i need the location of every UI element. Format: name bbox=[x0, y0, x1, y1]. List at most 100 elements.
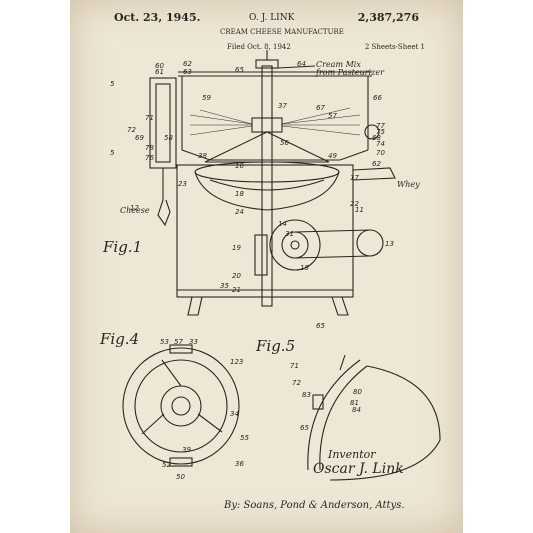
reference-numeral: 39 bbox=[182, 446, 191, 454]
worm-gear bbox=[254, 234, 268, 276]
reference-numeral: 22 bbox=[350, 200, 359, 208]
reference-numeral: 83 bbox=[302, 391, 311, 399]
fig5-arrow bbox=[339, 354, 346, 371]
reference-numeral: 64 bbox=[297, 60, 306, 68]
fig4-bottom-block bbox=[169, 457, 193, 467]
reference-numeral: 5 bbox=[110, 149, 115, 157]
reference-numeral: 84 bbox=[352, 406, 361, 414]
cream-mix-line1: Cream Mix bbox=[316, 60, 361, 69]
reference-numeral: 35 bbox=[220, 282, 229, 290]
reference-numeral: 23 bbox=[178, 180, 187, 188]
distributor-head bbox=[251, 117, 283, 133]
reference-numeral: 74 bbox=[376, 140, 385, 148]
reference-numeral: 16 bbox=[235, 162, 244, 170]
right-pulley bbox=[364, 124, 380, 140]
reference-numeral: 62 bbox=[183, 60, 192, 68]
fig5-bracket bbox=[312, 394, 324, 410]
fig4-hub bbox=[160, 385, 202, 427]
drain-column-inner bbox=[155, 83, 171, 163]
reference-numeral: 65 bbox=[235, 66, 244, 74]
drive-belt-top bbox=[294, 229, 371, 233]
reference-numeral: 24 bbox=[235, 208, 244, 216]
shaft-cap bbox=[255, 59, 279, 69]
cream-mix-label: Cream Mix from Pasteurizer bbox=[316, 61, 384, 77]
reference-numeral: 60 bbox=[155, 62, 164, 70]
reference-numeral: 72 bbox=[292, 379, 301, 387]
reference-numeral: 62 bbox=[372, 160, 381, 168]
fig4-label: Fig.4 bbox=[100, 330, 140, 348]
reference-numeral: 81 bbox=[350, 399, 359, 407]
reference-numeral: 80 bbox=[353, 388, 362, 396]
reference-numeral: 52 bbox=[162, 461, 171, 469]
fig4-axle bbox=[171, 396, 191, 416]
filed-date: Filed Oct. 8, 1942 bbox=[227, 43, 291, 51]
fig4-inner-ring bbox=[134, 359, 228, 453]
inventor-title: Inventor bbox=[328, 448, 376, 461]
reference-numeral: 70 bbox=[376, 149, 385, 157]
drive-gear-axle bbox=[290, 240, 300, 250]
reference-numeral: 67 bbox=[316, 104, 325, 112]
separator-cone bbox=[204, 131, 330, 163]
reference-numeral: 12 bbox=[130, 204, 139, 212]
motor-pulley bbox=[356, 229, 384, 257]
reference-numeral: 65 bbox=[300, 424, 309, 432]
reference-numeral: 68 bbox=[372, 134, 381, 142]
fig5-outer-arc bbox=[307, 359, 361, 471]
reference-numeral: 13 bbox=[385, 240, 394, 248]
bowl-inner bbox=[209, 179, 325, 191]
fig4-outer-ring bbox=[122, 347, 240, 465]
reference-numeral: 17 bbox=[350, 174, 359, 182]
reference-numeral: 123 bbox=[230, 358, 243, 366]
reference-numeral: 69 bbox=[135, 134, 144, 142]
reference-numeral: 63 bbox=[183, 68, 192, 76]
cream-mix-line2: from Pasteurizer bbox=[316, 68, 384, 77]
reference-numeral: 37 bbox=[278, 102, 287, 110]
reference-numeral: 36 bbox=[235, 460, 244, 468]
left-leg bbox=[187, 296, 203, 316]
reference-numeral: 34 bbox=[230, 410, 239, 418]
reference-numeral: 20 bbox=[232, 272, 241, 280]
sheet-count: 2 Sheets-Sheet 1 bbox=[364, 43, 425, 51]
housing-floor bbox=[181, 149, 369, 161]
fig4-top-block bbox=[169, 344, 193, 354]
reference-numeral: 71 bbox=[290, 362, 299, 370]
patent-drawing: 6564626360616769567271767859385837667775… bbox=[110, 50, 441, 481]
spray-lines bbox=[189, 107, 361, 136]
reference-numeral: 72 bbox=[127, 126, 136, 134]
reference-numeral: 5 bbox=[110, 80, 115, 88]
fig4-blades bbox=[141, 359, 223, 435]
fig5-inner-arc bbox=[319, 365, 368, 471]
reference-numeral: 18 bbox=[235, 190, 244, 198]
reference-numeral: 38 bbox=[198, 152, 207, 160]
cheese-outlet bbox=[157, 168, 171, 227]
cream-pipe bbox=[277, 65, 316, 69]
center-shaft bbox=[261, 65, 273, 307]
reference-numeral: 53 bbox=[160, 338, 169, 346]
patent-poster: Oct. 23, 1945. O. J. LINK 2,387,276 CREA… bbox=[70, 0, 463, 533]
whey-label: Whey bbox=[397, 180, 420, 189]
inventor-header: O. J. LINK bbox=[249, 13, 295, 23]
drive-belt-bottom bbox=[294, 255, 371, 259]
cheese-label: Cheese bbox=[120, 206, 150, 215]
fig5-section bbox=[329, 365, 441, 481]
whey-chute bbox=[352, 167, 396, 181]
reference-numeral: 59 bbox=[202, 94, 211, 102]
reference-numeral: 11 bbox=[355, 206, 364, 214]
reference-numeral: 71 bbox=[145, 114, 154, 122]
reference-numeral: 19 bbox=[232, 244, 241, 252]
right-leg bbox=[331, 296, 349, 316]
collection-bowl bbox=[194, 171, 340, 211]
reference-numeral: 14 bbox=[278, 220, 287, 228]
reference-numeral: 57 bbox=[328, 112, 337, 120]
patent-date: Oct. 23, 1945. bbox=[114, 11, 201, 24]
drive-gear bbox=[269, 219, 321, 271]
fig5-label: Fig.5 bbox=[256, 337, 296, 355]
patent-title: CREAM CHEESE MANUFACTURE bbox=[220, 28, 344, 36]
reference-numeral: 31 bbox=[285, 230, 294, 238]
reference-numeral: 56 bbox=[280, 139, 289, 147]
reference-numeral: 65 bbox=[316, 322, 325, 330]
reference-numeral: 61 bbox=[155, 68, 164, 76]
reference-numeral: 77 bbox=[376, 122, 385, 130]
reference-numeral: 15 bbox=[300, 264, 309, 272]
reference-numeral: 49 bbox=[328, 152, 337, 160]
